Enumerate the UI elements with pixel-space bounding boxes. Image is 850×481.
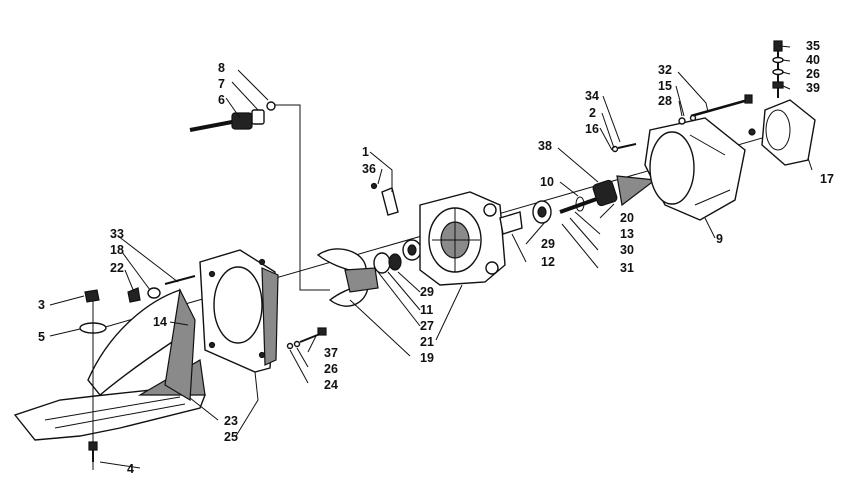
callout-29-left: 29 — [420, 285, 434, 299]
callout-8: 8 — [218, 61, 225, 75]
callout-26-top: 26 — [806, 67, 820, 81]
callout-16: 16 — [585, 122, 599, 136]
callout-20: 20 — [620, 211, 634, 225]
callout-3: 3 — [38, 298, 45, 312]
callout-18: 18 — [110, 243, 124, 257]
callout-40: 40 — [806, 53, 820, 67]
callout-23: 23 — [224, 414, 238, 428]
callout-32: 32 — [658, 63, 672, 77]
callout-15: 15 — [658, 79, 672, 93]
steering-cable — [189, 101, 276, 132]
impeller — [316, 248, 379, 307]
callout-14: 14 — [153, 315, 167, 329]
callout-31: 31 — [620, 261, 634, 275]
callout-38: 38 — [538, 139, 552, 153]
impeller-shaft — [559, 175, 657, 214]
callout-5: 5 — [38, 330, 45, 344]
callout-28: 28 — [658, 94, 672, 108]
callout-6: 6 — [218, 93, 225, 107]
retaining-strap — [370, 182, 399, 216]
callout-2: 2 — [589, 106, 596, 120]
callout-33: 33 — [110, 227, 124, 241]
callout-37: 37 — [324, 346, 338, 360]
callout-29-right: 29 — [541, 237, 555, 251]
callout-22: 22 — [110, 261, 124, 275]
callout-21: 21 — [420, 335, 434, 349]
steering-nozzle — [748, 99, 816, 166]
ride-plate — [13, 288, 206, 441]
callout-34: 34 — [585, 89, 599, 103]
callout-36: 36 — [362, 162, 376, 176]
spacer-bearing — [499, 200, 552, 235]
callout-30: 30 — [620, 243, 634, 257]
callout-39: 39 — [806, 81, 820, 95]
callout-24: 24 — [324, 378, 338, 392]
callout-labels: 8 7 6 1 36 38 10 34 2 16 32 15 28 35 40 … — [38, 39, 834, 476]
callout-13: 13 — [620, 227, 634, 241]
callout-35: 35 — [806, 39, 820, 53]
callout-27: 27 — [420, 319, 434, 333]
callout-4: 4 — [127, 462, 134, 476]
venturi-nozzle — [644, 117, 746, 221]
callout-25: 25 — [224, 430, 238, 444]
callout-10: 10 — [540, 175, 554, 189]
leader-lines — [49, 45, 813, 469]
wear-ring-bearings — [373, 239, 422, 274]
callout-11: 11 — [420, 303, 433, 317]
fasteners — [79, 40, 784, 470]
callout-19: 19 — [420, 351, 434, 365]
callout-1: 1 — [362, 145, 369, 159]
callout-9: 9 — [716, 232, 723, 246]
callout-17: 17 — [820, 172, 834, 186]
callout-12: 12 — [541, 255, 555, 269]
pump-housing — [419, 191, 506, 286]
callout-26-bottom: 26 — [324, 362, 338, 376]
callout-7: 7 — [218, 77, 225, 91]
intake-housing — [199, 249, 279, 373]
